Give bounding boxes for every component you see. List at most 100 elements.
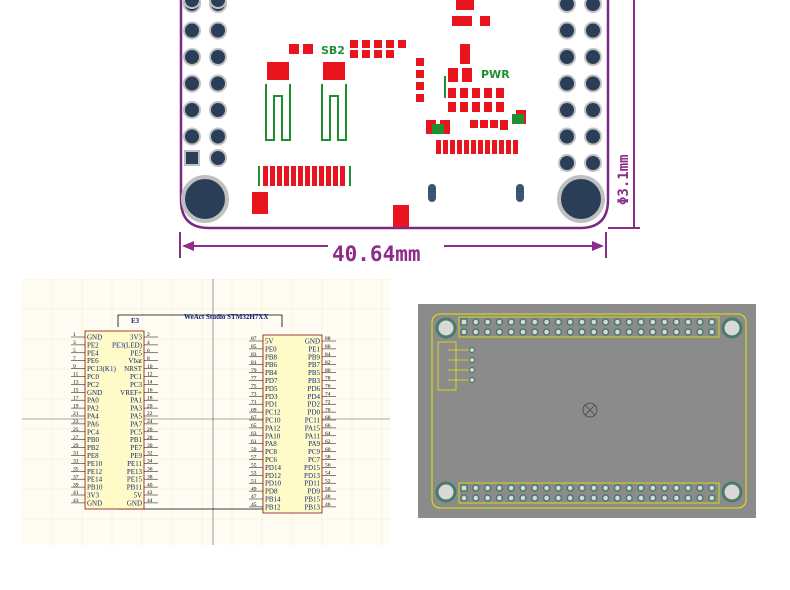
pin-label: PA15	[305, 424, 321, 432]
layout-pad	[531, 328, 539, 336]
pin-hole	[183, 0, 201, 9]
label-sb2: SB2	[321, 44, 345, 57]
pin-number: 50	[325, 486, 331, 492]
layout-pad	[637, 494, 645, 502]
layout-pad	[649, 328, 657, 336]
layout-pad	[696, 318, 704, 326]
pin-label: PA6	[87, 420, 99, 428]
layout-pad	[660, 328, 669, 336]
layout-pad	[519, 494, 527, 502]
layout-pad	[625, 494, 633, 502]
ic-pad	[450, 140, 455, 154]
module-name: WeAct Studio STM32H7XX	[184, 313, 268, 321]
layout-pad	[613, 484, 622, 492]
layout-pad	[542, 494, 551, 502]
pin-label: PD10	[265, 480, 281, 488]
pin-label: PD4	[308, 393, 321, 401]
pin-number: 65	[251, 423, 257, 429]
pin-label: PD7	[265, 377, 278, 385]
smd-pad	[480, 16, 490, 26]
ic-pad-row	[258, 166, 351, 186]
pin-number: 80	[325, 368, 331, 374]
pin-hole	[183, 74, 201, 93]
pin-label: PB8	[265, 353, 278, 361]
pin-hole	[209, 149, 227, 167]
sb2-pad-right	[303, 44, 313, 54]
layout-pad	[708, 328, 716, 336]
smd-pad	[440, 120, 450, 134]
pin-number: 23	[73, 419, 79, 425]
ic-pad	[436, 140, 441, 154]
layout-pad	[542, 484, 551, 492]
smd-pad	[460, 44, 470, 64]
ic-pad	[319, 166, 324, 186]
pin-number: 73	[251, 392, 257, 398]
pin-number: 44	[147, 498, 153, 504]
component-cluster	[350, 0, 526, 154]
ic-pad	[305, 166, 310, 186]
pin-number: 38	[147, 474, 153, 480]
layout-pad	[637, 328, 645, 336]
pin-number: 48	[325, 494, 331, 500]
pin-hole	[209, 101, 227, 119]
pin-label: GND	[87, 389, 102, 397]
pin-number: 68	[325, 415, 331, 421]
layout-hole-tr	[721, 317, 743, 339]
layout-pad	[472, 494, 480, 502]
dim-arrow-right	[592, 241, 604, 251]
smd-pad	[472, 102, 480, 112]
smd-pad	[362, 50, 370, 58]
pin-label: PE6	[87, 357, 99, 365]
pin-number: 24	[147, 419, 153, 425]
pin-label: PB7	[308, 361, 321, 369]
pin-number: 45	[251, 502, 257, 508]
pin-hole	[584, 101, 602, 119]
layout-pad	[495, 318, 504, 326]
pin-label: PC2	[87, 381, 100, 389]
pin-hole	[584, 48, 602, 66]
layout-pad	[601, 484, 610, 492]
pin-number: 2	[147, 332, 150, 338]
layout-pad	[554, 484, 563, 492]
layout-center-mark	[582, 402, 598, 418]
layout-hole-tl	[435, 317, 457, 339]
pin-number: 13	[73, 380, 79, 386]
pin-number: 71	[251, 399, 257, 405]
smd-pad	[252, 192, 268, 214]
ic-pad	[485, 140, 490, 154]
pin-label: PC10	[265, 417, 281, 425]
pin-hole	[209, 74, 227, 93]
layout-pad	[601, 328, 610, 336]
layout-pad	[566, 318, 574, 326]
layout-board-outline	[431, 313, 747, 509]
layout-pad	[637, 318, 645, 326]
smd-pad	[416, 70, 424, 78]
layout-pad	[542, 318, 551, 326]
pin-number: 88	[325, 336, 331, 342]
pin-label: PE15	[127, 476, 143, 484]
pin-number: 74	[325, 392, 331, 398]
pin-label: PA5	[130, 413, 142, 421]
pin-label: PC7	[308, 456, 321, 464]
right-header-box	[262, 334, 323, 514]
pin-number: 87	[251, 336, 257, 342]
layout-header-top-outline	[458, 316, 720, 338]
mounting-hole-right	[557, 175, 605, 223]
pin-hole	[183, 101, 201, 119]
layout-pad	[554, 318, 563, 326]
layout-pad	[472, 484, 480, 492]
pin-number: 52	[325, 478, 331, 484]
layout-pad	[460, 318, 468, 326]
layout-pads	[460, 318, 716, 502]
pin-label: PE9	[130, 452, 142, 460]
pin-number: 21	[73, 411, 79, 417]
ic-pad	[263, 166, 268, 186]
pin-label: 5V	[133, 492, 142, 500]
pin-hole	[558, 74, 576, 93]
pin-hole	[183, 21, 201, 40]
layout-pad	[649, 484, 657, 492]
pin-number: 86	[325, 344, 331, 350]
pin-label: GND	[87, 499, 102, 507]
pin-number: 56	[325, 463, 331, 469]
smd-pad	[456, 0, 474, 10]
